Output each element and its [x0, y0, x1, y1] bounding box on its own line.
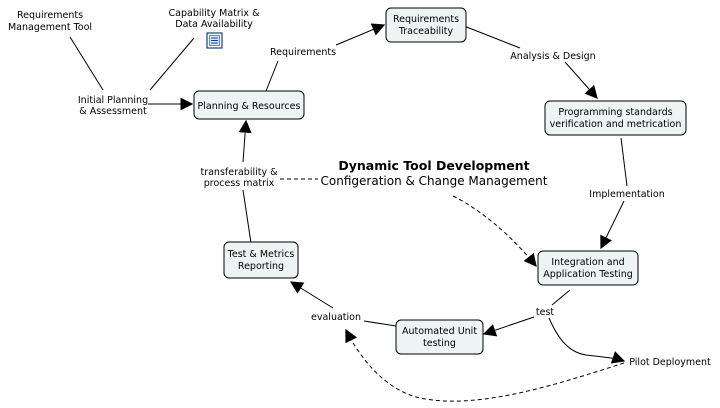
svg-text:Requirements: Requirements — [17, 10, 83, 21]
svg-text:process matrix: process matrix — [204, 178, 275, 189]
label-evaluation: evaluation — [311, 312, 361, 323]
label-pilot-deployment: Pilot Deployment — [629, 357, 711, 368]
node-automated-unit-testing[interactable]: Automated Unit testing — [395, 319, 484, 355]
edge-evaluation-testmetrics — [289, 281, 334, 309]
node-integration-testing[interactable]: Integration and Application Testing — [537, 250, 639, 286]
node-unit-label-1: Automated Unit — [402, 326, 477, 337]
svg-text:Initial Planning: Initial Planning — [78, 95, 148, 106]
node-testmetrics-label-2: Reporting — [238, 261, 284, 272]
edge-implementation-integration — [600, 200, 625, 250]
label-requirements: Requirements — [270, 47, 336, 58]
node-planning-resources[interactable]: Planning & Resources — [193, 90, 305, 120]
node-programming-label-2: verification and metrication — [550, 119, 682, 130]
edge-integration-test — [551, 289, 571, 306]
edge-test-unit — [482, 316, 535, 337]
svg-text:Capability Matrix &: Capability Matrix & — [169, 8, 261, 19]
svg-text:& Assessment: & Assessment — [79, 106, 147, 117]
edge-analysis-programming — [564, 61, 598, 99]
node-testmetrics-label-1: Test & Metrics — [227, 249, 295, 260]
edge-reqtool-initial — [69, 36, 104, 91]
label-transferability: transferability & process matrix — [200, 167, 278, 189]
label-analysis-design: Analysis & Design — [510, 51, 595, 62]
edge-capability-initial — [149, 37, 195, 91]
edge-programming-implementation — [620, 137, 628, 187]
svg-text:Management Tool: Management Tool — [8, 22, 92, 33]
svg-text:Data Availability: Data Availability — [175, 19, 253, 30]
node-integration-label-2: Application Testing — [543, 269, 633, 280]
edge-title-integration — [452, 195, 537, 268]
edge-testmetrics-transfer — [242, 189, 252, 244]
node-traceability-label-1: Requirements — [393, 14, 459, 25]
node-requirements-traceability[interactable]: Requirements Traceability — [385, 7, 467, 43]
node-traceability-label-2: Traceability — [398, 26, 454, 37]
edge-pilot-evaluation — [345, 328, 625, 402]
edge-requirements-traceability — [335, 23, 386, 46]
label-test: test — [536, 307, 555, 318]
edge-test-pilot — [548, 317, 626, 364]
label-implementation: Implementation — [589, 189, 664, 200]
document-icon[interactable] — [206, 32, 223, 49]
edge-planning-requirements — [265, 60, 279, 92]
connectors — [69, 23, 628, 402]
node-unit-label-2: testing — [423, 338, 456, 349]
node-planning-label: Planning & Resources — [198, 101, 301, 112]
edge-transfer-planning — [238, 119, 252, 163]
label-initial-planning: Initial Planning & Assessment — [78, 95, 148, 117]
edge-traceability-analysis — [463, 25, 521, 49]
diagram-title: Dynamic Tool Development — [338, 158, 529, 173]
svg-text:transferability &: transferability & — [200, 167, 278, 178]
edge-unit-evaluation — [363, 320, 397, 327]
node-integration-label-1: Integration and — [551, 257, 624, 268]
node-test-metrics-reporting[interactable]: Test & Metrics Reporting — [223, 241, 299, 279]
diagram-subtitle: Configeration & Change Management — [321, 174, 548, 188]
node-programming-label-1: Programming standards — [558, 107, 672, 118]
label-requirements-management-tool: Requirements Management Tool — [8, 10, 92, 33]
label-capability-matrix: Capability Matrix & Data Availability — [169, 8, 261, 30]
node-programming-standards[interactable]: Programming standards verification and m… — [544, 100, 687, 136]
